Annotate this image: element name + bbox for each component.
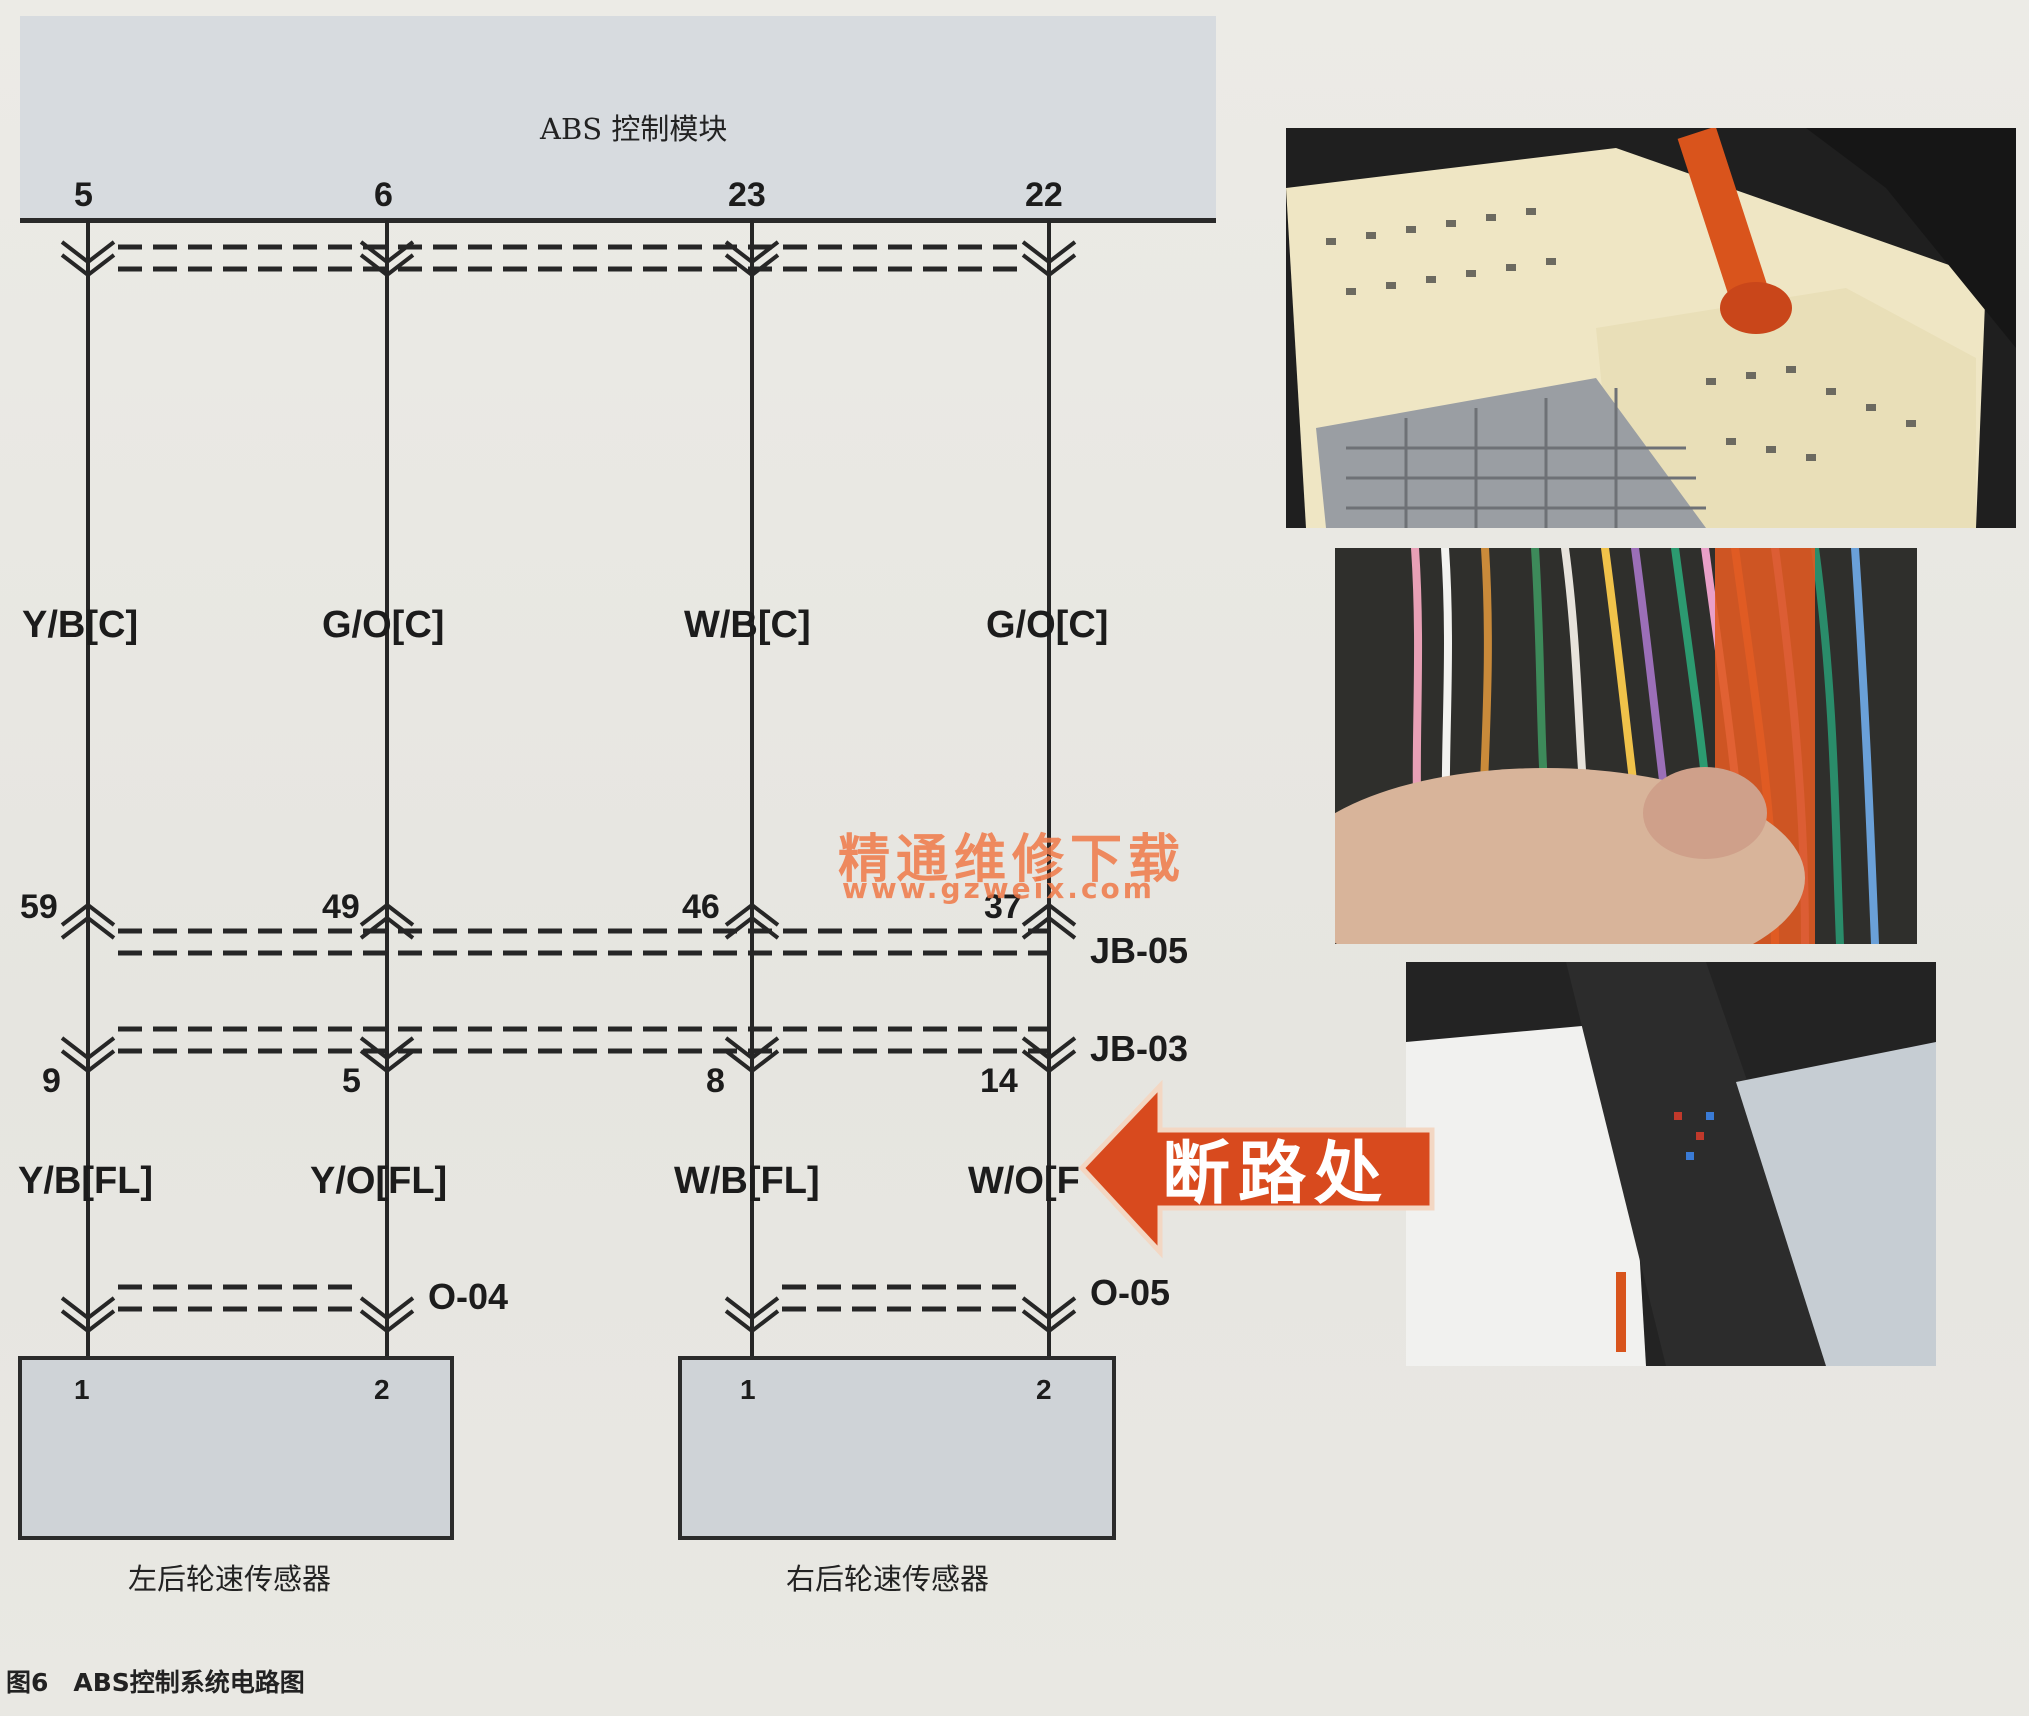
connector-chevron (60, 240, 116, 265)
watermark-url: www.gzweix.com (842, 872, 1155, 905)
connector-chevron (359, 253, 415, 278)
right-sensor-name: 右后轮速传感器 (786, 1562, 990, 1596)
connector-chevron (724, 1309, 780, 1334)
connector-chevron (359, 1309, 415, 1334)
abs-module-title: ABS 控制模块 (540, 112, 728, 146)
top-pin-label: 6 (374, 176, 393, 214)
jb03-pin-label: 9 (42, 1062, 61, 1100)
photo-abs-connector (1286, 128, 2016, 528)
figure-caption: 图6 ABS控制系统电路图 (6, 1668, 305, 1697)
o04-connector-label: O-04 (428, 1276, 509, 1317)
connector-chevron (359, 1296, 415, 1321)
connector-chevron (724, 1296, 780, 1321)
wire-color-label: W/B[C] (684, 604, 811, 646)
connector-chevron (724, 1049, 780, 1074)
sensor-pin-label: 2 (374, 1374, 390, 1405)
break-point-arrow (1078, 1079, 1435, 1259)
sensor-pin-label: 1 (74, 1374, 90, 1405)
wire-color-label: G/O[C] (986, 604, 1109, 646)
break-point-label: 断路处 (1162, 1134, 1391, 1214)
top-pin-label: 23 (728, 176, 766, 214)
jb03-pin-label: 5 (342, 1062, 361, 1100)
connector-chevron (359, 902, 415, 927)
sensor-pin-label: 1 (740, 1374, 756, 1405)
photo-wire-harness (1335, 548, 1917, 944)
jb03-pin-label: 8 (706, 1062, 725, 1100)
connector-chevron (60, 1036, 116, 1061)
jb03-connector-label: JB-03 (1090, 1028, 1189, 1069)
connector-chevron (1021, 1036, 1077, 1061)
top-pin-label: 5 (74, 176, 93, 214)
o05-connector-label: O-05 (1090, 1272, 1171, 1313)
jb05-pin-label: 59 (20, 888, 58, 926)
wire-color-label: W/B[FL] (674, 1160, 820, 1202)
jb05-pin-label: 37 (984, 888, 1022, 926)
connector-chevron (1021, 902, 1077, 927)
connector-chevron (724, 902, 780, 927)
connector-chevron (1021, 1296, 1077, 1321)
abs-module-edge (20, 218, 1216, 223)
wire-color-label: G/O[C] (322, 604, 445, 646)
abs-module-block (20, 16, 1216, 222)
jb05-pin-label: 46 (682, 888, 720, 926)
left-sensor-name: 左后轮速传感器 (128, 1562, 332, 1596)
wire-color-label: Y/O[FL] (310, 1160, 448, 1202)
connector-chevron (1021, 240, 1077, 265)
right-rear-wheel-speed-sensor (678, 1356, 1116, 1540)
wire-color-label: W/O[F (968, 1160, 1080, 1202)
connector-chevron (60, 1296, 116, 1321)
jb05-pin-label: 49 (322, 888, 360, 926)
wire-color-label: Y/B[FL] (18, 1160, 154, 1202)
jb03-pin-label: 14 (980, 1062, 1018, 1100)
connector-chevron (60, 253, 116, 278)
watermark-title: 精通维修下载 (838, 829, 1187, 890)
connector-chevron (724, 1036, 780, 1061)
connector-chevron (1021, 253, 1077, 278)
connector-chevron (60, 902, 116, 927)
wire-color-label: Y/B[C] (22, 604, 139, 646)
jb05-connector-label: JB-05 (1090, 930, 1189, 971)
left-rear-wheel-speed-sensor (18, 1356, 454, 1540)
photo-harness-break (1406, 962, 1936, 1366)
connector-chevron (359, 1049, 415, 1074)
connector-chevron (359, 1036, 415, 1061)
connector-chevron (1021, 1049, 1077, 1074)
connector-chevron (60, 1049, 116, 1074)
connector-chevron (60, 1309, 116, 1334)
connector-chevron (1021, 1309, 1077, 1334)
top-pin-label: 22 (1025, 176, 1063, 214)
connector-chevron (60, 915, 116, 940)
connector-chevron (724, 253, 780, 278)
sensor-pin-label: 2 (1036, 1374, 1052, 1405)
